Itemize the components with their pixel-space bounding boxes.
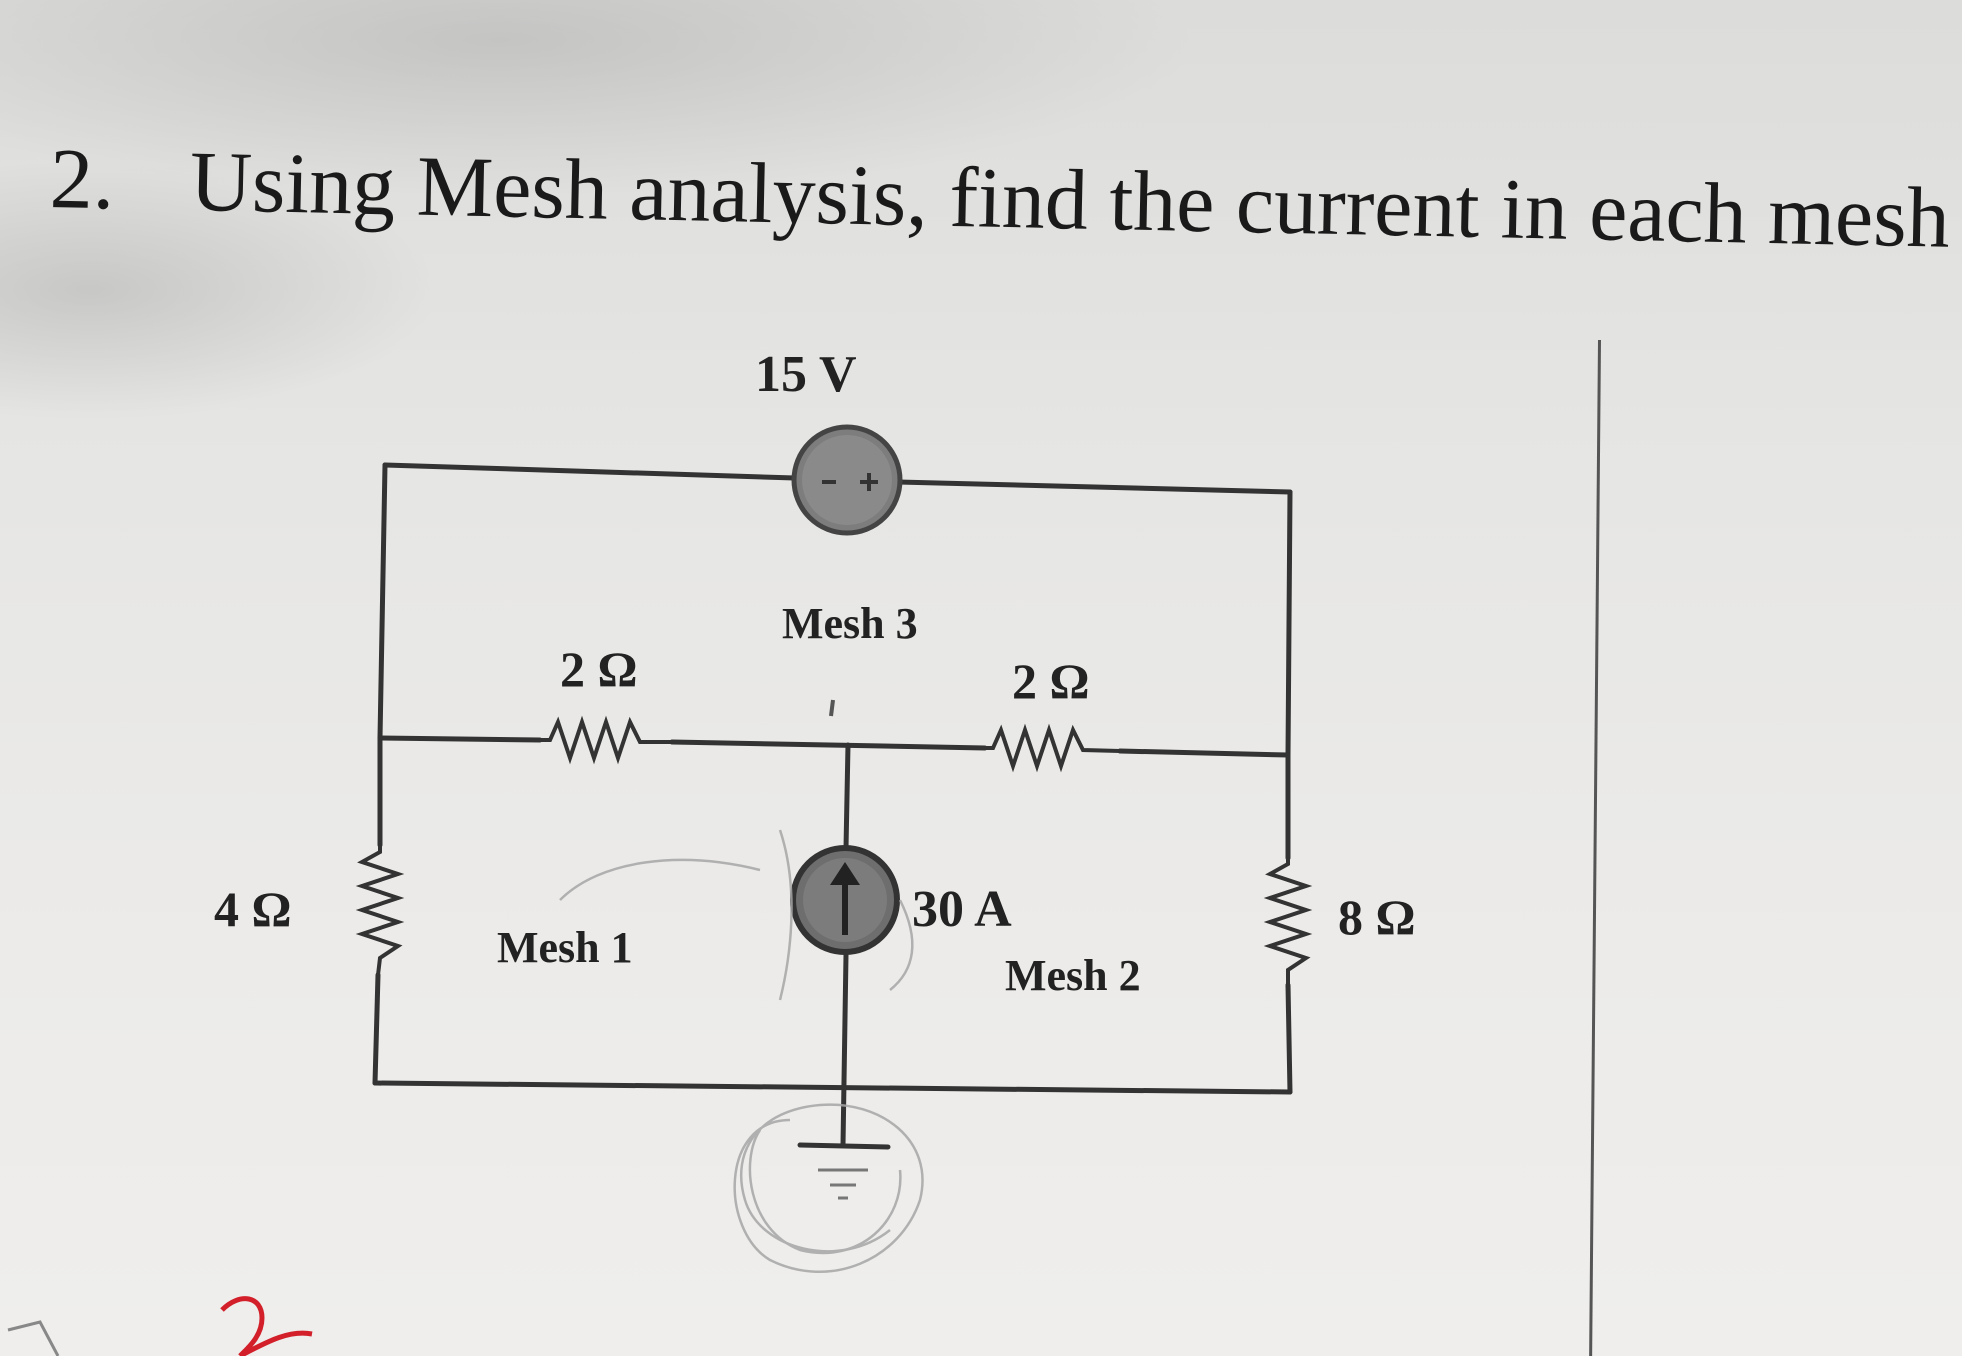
pencil-scribble <box>559 829 924 1274</box>
wire-top-left <box>382 462 798 481</box>
resistor-top-left-label: 2 Ω <box>560 641 638 697</box>
tick-mark <box>829 699 835 717</box>
mesh2-label: Mesh 2 <box>1005 951 1141 1000</box>
resistor-top-right-label: 2 Ω <box>1012 653 1090 709</box>
resistor-top-right-zigzag <box>985 723 1121 773</box>
wire-mid-center <box>669 739 988 751</box>
mesh3-label: Mesh 3 <box>782 599 918 648</box>
wire-mid-left <box>377 735 543 743</box>
wire-left-lower-b <box>372 972 381 1086</box>
current-source <box>790 845 900 955</box>
current-source-label: 30 A <box>912 881 1012 938</box>
wire-mid-right <box>1117 748 1291 758</box>
wire-bottom <box>372 1080 1293 1095</box>
corner-mark <box>7 1320 60 1356</box>
ground-line <box>797 1142 891 1150</box>
resistor-right-zigzag <box>1263 858 1313 985</box>
wire-center-upper <box>843 742 851 851</box>
wire-center-lower <box>840 952 849 1148</box>
voltage-source <box>791 424 903 536</box>
resistor-top-left-zigzag <box>540 715 672 765</box>
resistor-left-label: 4 Ω <box>214 881 292 937</box>
red-pen-mark <box>220 1296 313 1356</box>
resistor-left-zigzag <box>355 845 405 976</box>
wire-left-upper <box>377 462 388 741</box>
wire-right-upper <box>1285 489 1293 758</box>
resistor-right-label: 8 Ω <box>1338 889 1416 945</box>
wire-top-right <box>895 479 1293 495</box>
wire-right-lower-b <box>1285 982 1293 1095</box>
mesh1-label: Mesh 1 <box>497 923 633 972</box>
voltage-source-label: 15 V <box>755 346 857 403</box>
ground-marks <box>818 1168 868 1200</box>
